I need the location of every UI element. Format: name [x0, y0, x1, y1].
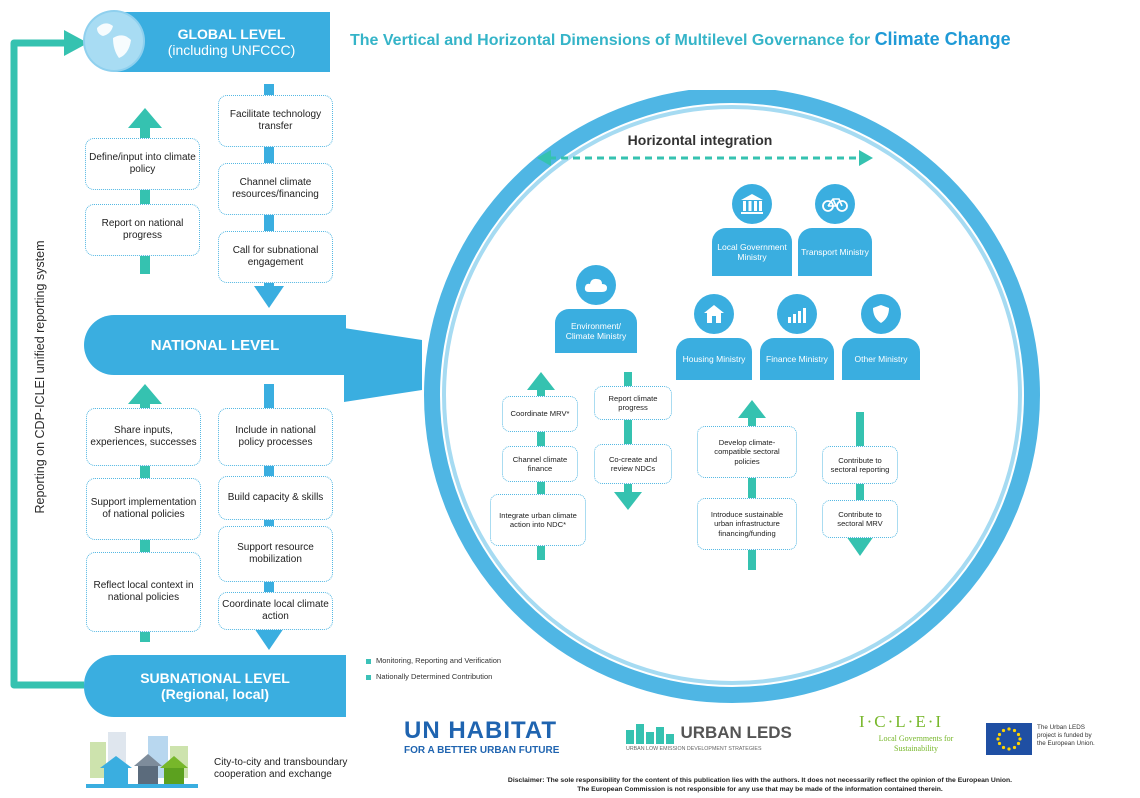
transport-ministry-label: Transport Ministry: [798, 228, 872, 276]
bar-chart-icon: [777, 294, 817, 334]
horizontal-integration-label: Horizontal integration: [627, 132, 773, 148]
environment-ministry-label: Environment/ Climate Ministry: [555, 309, 637, 353]
disclaimer: Disclaimer: The sole responsibility for …: [380, 776, 1140, 794]
box-introduce-urban-infrastructure: Introduce sustainable urban infrastructu…: [697, 498, 797, 550]
disclaimer-line-2: The European Commission is not responsib…: [577, 786, 943, 793]
unhabitat-logo: UN HABITAT FOR A BETTER URBAN FUTURE: [404, 717, 594, 756]
eu-funding-text: The Urban LEDS project is funded by the …: [1037, 724, 1095, 747]
urbanleds-logo-sub: URBAN LOW EMISSION DEVELOPMENT STRATEGIE…: [626, 746, 762, 752]
bullet-icon: [366, 658, 371, 664]
box-share-inputs: Share inputs, experiences, successes: [86, 408, 201, 466]
other-ministry: Other Ministry: [842, 294, 920, 380]
box-facilitate-technology-transfer: Facilitate technology transfer: [218, 95, 333, 147]
bullet-icon: [366, 674, 371, 680]
other-ministry-label: Other Ministry: [842, 338, 920, 380]
bicycle-icon: [815, 184, 855, 224]
urbanleds-logo: URBAN LEDS URBAN LOW EMISSION DEVELOPMEN…: [626, 722, 814, 752]
unhabitat-logo-sub: FOR A BETTER URBAN FUTURE: [404, 745, 560, 756]
local-government-ministry-label: Local Government Ministry: [712, 228, 792, 276]
box-build-capacity: Build capacity & skills: [218, 476, 333, 520]
unhabitat-logo-main: UN HABITAT: [404, 717, 558, 744]
local-government-ministry: Local Government Ministry: [712, 184, 792, 276]
box-integrate-urban-climate-action: Integrate urban climate action into NDC*: [490, 494, 586, 546]
box-include-national-policy: Include in national policy processes: [218, 408, 333, 466]
urbanleds-logo-main: URBAN LEDS: [680, 723, 792, 742]
iclei-logo: I·C·L·E·I Local Governments for Sustaina…: [836, 712, 966, 754]
horizontal-integration-arrow: [537, 150, 873, 166]
city-skyline-icon: [626, 724, 674, 744]
eu-flag-icon: [986, 723, 1032, 755]
cloud-icon: [576, 265, 616, 305]
box-develop-climate-policies: Develop climate-compatible sectoral poli…: [697, 426, 797, 478]
finance-ministry-label: Finance Ministry: [760, 338, 834, 380]
iclei-logo-sub: Local Governments for Sustainability: [878, 734, 954, 753]
subnational-level-bar: SUBNATIONAL LEVEL (Regional, local): [84, 655, 346, 717]
magnifier-lens: [344, 90, 1040, 703]
box-coordinate-local-climate-action: Coordinate local climate action: [218, 592, 333, 630]
iclei-logo-main: I·C·L·E·I: [858, 712, 944, 731]
box-support-resource-mobilization: Support resource mobilization: [218, 526, 333, 582]
environment-ministry: Environment/ Climate Ministry: [555, 265, 637, 353]
box-reflect-local-context: Reflect local context in national polici…: [86, 552, 201, 632]
diagram-title: The Vertical and Horizontal Dimensions o…: [350, 29, 1135, 50]
footnote-mrv: Monitoring, Reporting and Verification: [366, 656, 501, 665]
housing-ministry-label: Housing Ministry: [676, 338, 752, 380]
global-level-subtitle: (including UNFCCC): [167, 42, 296, 58]
subnational-level-subtitle: (Regional, local): [160, 686, 270, 702]
government-building-icon: [732, 184, 772, 224]
box-contribute-sectoral-reporting: Contribute to sectoral reporting: [822, 446, 898, 484]
housing-ministry: Housing Ministry: [676, 294, 752, 380]
box-channel-climate-resources: Channel climate resources/financing: [218, 163, 333, 215]
city-caption: City-to-city and transboundary cooperati…: [214, 757, 348, 780]
globe-icon: [83, 10, 145, 72]
box-channel-climate-finance: Channel climate finance: [502, 446, 578, 482]
box-call-subnational-engagement: Call for subnational engagement: [218, 231, 333, 283]
city-illustration: [86, 732, 198, 788]
title-highlight: Climate Change: [874, 29, 1011, 49]
house-icon: [694, 294, 734, 334]
box-cocreate-review-ndcs: Co-create and review NDCs: [594, 444, 672, 484]
disclaimer-line-1: Disclaimer: The sole responsibility for …: [507, 777, 1013, 784]
global-level-title: GLOBAL LEVEL: [177, 26, 286, 42]
box-report-national-progress: Report on national progress: [85, 204, 200, 256]
title-main: The Vertical and Horizontal Dimensions o…: [350, 32, 871, 49]
box-support-implementation: Support implementation of national polic…: [86, 478, 201, 540]
finance-ministry: Finance Ministry: [760, 294, 834, 380]
box-contribute-sectoral-mrv: Contribute to sectoral MRV: [822, 500, 898, 538]
box-define-input-climate-policy: Define/input into climate policy: [85, 138, 200, 190]
box-report-climate-progress: Report climate progress: [594, 386, 672, 420]
transport-ministry: Transport Ministry: [798, 184, 872, 276]
national-level-bar: NATIONAL LEVEL: [84, 315, 346, 375]
footnote-ndc: Nationally Determined Contribution: [366, 672, 492, 681]
subnational-level-title: SUBNATIONAL LEVEL: [140, 670, 290, 686]
reporting-loop-arrow: [10, 30, 88, 689]
box-coordinate-mrv: Coordinate MRV*: [502, 396, 578, 432]
shield-icon: [861, 294, 901, 334]
national-level-title: NATIONAL LEVEL: [150, 336, 280, 354]
